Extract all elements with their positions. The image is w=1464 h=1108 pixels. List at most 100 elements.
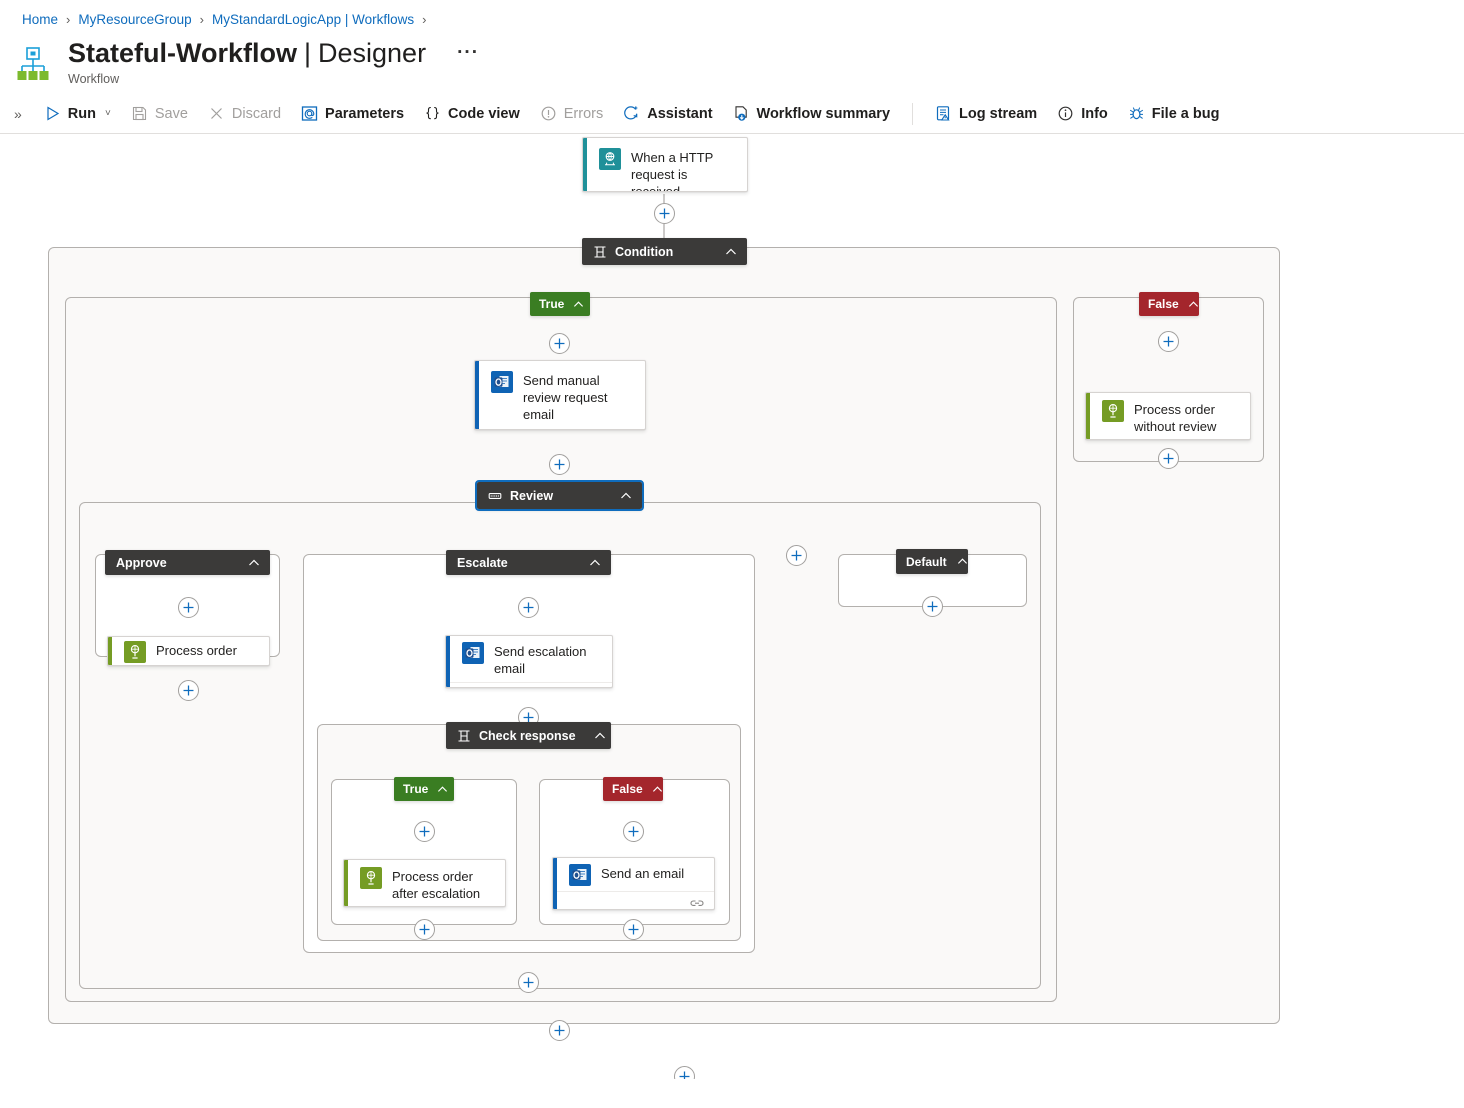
outlook-icon bbox=[569, 864, 591, 886]
branch-header-true[interactable]: True bbox=[530, 292, 590, 316]
node-accent-bar bbox=[344, 860, 348, 906]
collapse-chevron-icon[interactable] bbox=[707, 246, 737, 258]
add-action-button[interactable] bbox=[1158, 448, 1179, 469]
add-action-button[interactable] bbox=[414, 821, 435, 842]
add-action-button[interactable] bbox=[518, 597, 539, 618]
action-node-send-escalation-email[interactable]: Send escalation email bbox=[445, 635, 613, 688]
action-node-process-order-without-review[interactable]: Process order without review bbox=[1085, 392, 1251, 440]
breadcrumb-item-logic-app[interactable]: MyStandardLogicApp | Workflows bbox=[212, 11, 415, 27]
breadcrumb-separator-icon: › bbox=[66, 11, 71, 27]
file-a-bug-label: File a bug bbox=[1151, 105, 1220, 122]
breadcrumb-separator-icon: › bbox=[422, 11, 427, 27]
page-header: Stateful-Workflow | Designer ··· Workflo… bbox=[0, 30, 1464, 92]
parameters-label: Parameters bbox=[325, 105, 405, 122]
connection-link-icon bbox=[588, 687, 602, 688]
action-node-process-order[interactable]: Process order bbox=[107, 636, 270, 666]
logic-app-workflow-icon bbox=[16, 42, 62, 88]
case-header-escalate[interactable]: Escalate bbox=[446, 550, 611, 575]
breadcrumb-item-resource-group[interactable]: MyResourceGroup bbox=[78, 11, 192, 27]
action-node-label: Process order bbox=[156, 643, 237, 658]
page-title-section: Designer bbox=[318, 38, 427, 68]
add-action-button[interactable] bbox=[623, 821, 644, 842]
save-disk-icon bbox=[131, 105, 148, 122]
add-action-button[interactable] bbox=[623, 919, 644, 940]
info-label: Info bbox=[1081, 105, 1108, 122]
collapse-chevron-icon[interactable] bbox=[230, 557, 260, 569]
breadcrumb-separator-icon: › bbox=[199, 11, 204, 27]
inner-branch-false-label: False bbox=[612, 782, 643, 796]
log-stream-button[interactable]: Log stream bbox=[925, 98, 1047, 130]
more-options-button[interactable]: ··· bbox=[457, 42, 480, 63]
collapse-chevron-icon[interactable] bbox=[428, 784, 448, 795]
node-footer bbox=[450, 682, 612, 688]
case-header-approve[interactable]: Approve bbox=[105, 550, 270, 575]
play-icon bbox=[44, 105, 61, 122]
control-icon bbox=[124, 641, 146, 663]
assistant-spark-icon bbox=[623, 105, 640, 122]
collapse-chevron-icon[interactable] bbox=[947, 556, 968, 567]
case-approve-label: Approve bbox=[116, 555, 167, 570]
breadcrumb: Home › MyResourceGroup › MyStandardLogic… bbox=[0, 0, 1464, 30]
add-action-button[interactable] bbox=[549, 1020, 570, 1041]
action-node-send-manual-review-request-email[interactable]: Send manual review request email bbox=[474, 360, 646, 430]
condition-node-header[interactable]: Condition bbox=[582, 238, 747, 265]
action-node-label: Send escalation email bbox=[494, 644, 587, 676]
page-title: Stateful-Workflow | Designer ··· bbox=[68, 36, 479, 70]
page-title-name: Stateful-Workflow bbox=[68, 38, 297, 68]
add-action-button[interactable] bbox=[178, 680, 199, 701]
node-accent-bar bbox=[446, 636, 450, 687]
collapse-chevron-icon[interactable] bbox=[576, 730, 606, 742]
branch-true-label: True bbox=[539, 297, 565, 311]
collapse-chevron-icon[interactable] bbox=[564, 299, 584, 310]
action-node-label: Send an email bbox=[601, 866, 685, 881]
action-node-send-an-email[interactable]: Send an email bbox=[552, 857, 715, 910]
add-action-button[interactable] bbox=[414, 919, 435, 940]
branch-header-false[interactable]: False bbox=[1139, 292, 1199, 316]
outlook-icon bbox=[462, 642, 484, 664]
info-button[interactable]: Info bbox=[1047, 98, 1118, 130]
collapse-chevron-icon[interactable] bbox=[571, 557, 601, 569]
page-title-pipe: | bbox=[304, 38, 312, 68]
case-escalate-label: Escalate bbox=[457, 555, 508, 570]
node-accent-bar bbox=[1086, 393, 1090, 439]
workflow-summary-icon bbox=[733, 105, 750, 122]
collapse-chevron-icon[interactable] bbox=[643, 784, 663, 795]
page-subtitle: Workflow bbox=[68, 72, 120, 86]
inner-branch-header-false[interactable]: False bbox=[603, 777, 663, 801]
switch-node-header-review[interactable]: Review bbox=[475, 480, 644, 511]
inner-branch-true-label: True bbox=[403, 782, 429, 796]
node-accent-bar bbox=[475, 361, 479, 429]
control-icon bbox=[1102, 400, 1124, 422]
assistant-button[interactable]: Assistant bbox=[613, 98, 722, 130]
errors-label: Errors bbox=[563, 105, 604, 122]
workflow-summary-button[interactable]: Workflow summary bbox=[723, 98, 901, 130]
file-a-bug-button[interactable]: File a bug bbox=[1118, 98, 1230, 130]
add-action-button[interactable] bbox=[549, 333, 570, 354]
node-accent-bar bbox=[108, 637, 112, 665]
trigger-node-http-request[interactable]: When a HTTP request is received bbox=[582, 137, 748, 192]
add-case-button[interactable] bbox=[786, 545, 807, 566]
collapse-chevron-icon[interactable] bbox=[1179, 299, 1199, 310]
save-label: Save bbox=[154, 105, 188, 122]
add-action-button[interactable] bbox=[922, 596, 943, 617]
add-action-button[interactable] bbox=[518, 972, 539, 993]
case-header-default[interactable]: Default bbox=[896, 549, 968, 574]
action-node-process-order-after-escalation[interactable]: Process order after escalation bbox=[343, 859, 506, 907]
collapse-chevron-icon[interactable] bbox=[602, 490, 632, 502]
code-view-button[interactable]: Code view bbox=[414, 98, 530, 130]
breadcrumb-item-home[interactable]: Home bbox=[22, 11, 59, 27]
add-action-button[interactable] bbox=[654, 203, 675, 224]
add-action-button[interactable] bbox=[674, 1066, 695, 1079]
add-action-button[interactable] bbox=[1158, 331, 1179, 352]
toolbar-expand-chevron-icon[interactable]: » bbox=[14, 105, 22, 122]
run-button[interactable]: Run ˅ bbox=[34, 98, 121, 130]
add-action-button[interactable] bbox=[549, 454, 570, 475]
add-action-button[interactable] bbox=[178, 597, 199, 618]
assistant-label: Assistant bbox=[647, 105, 713, 122]
parameters-button[interactable]: Parameters bbox=[291, 98, 414, 130]
inner-condition-node-header-check-response[interactable]: Check response bbox=[446, 722, 611, 749]
inner-branch-header-true[interactable]: True bbox=[394, 777, 454, 801]
chevron-down-icon[interactable]: ˅ bbox=[104, 108, 111, 119]
node-footer bbox=[479, 429, 645, 430]
workflow-designer-canvas[interactable]: When a HTTP request is received Conditio… bbox=[0, 134, 1464, 1079]
